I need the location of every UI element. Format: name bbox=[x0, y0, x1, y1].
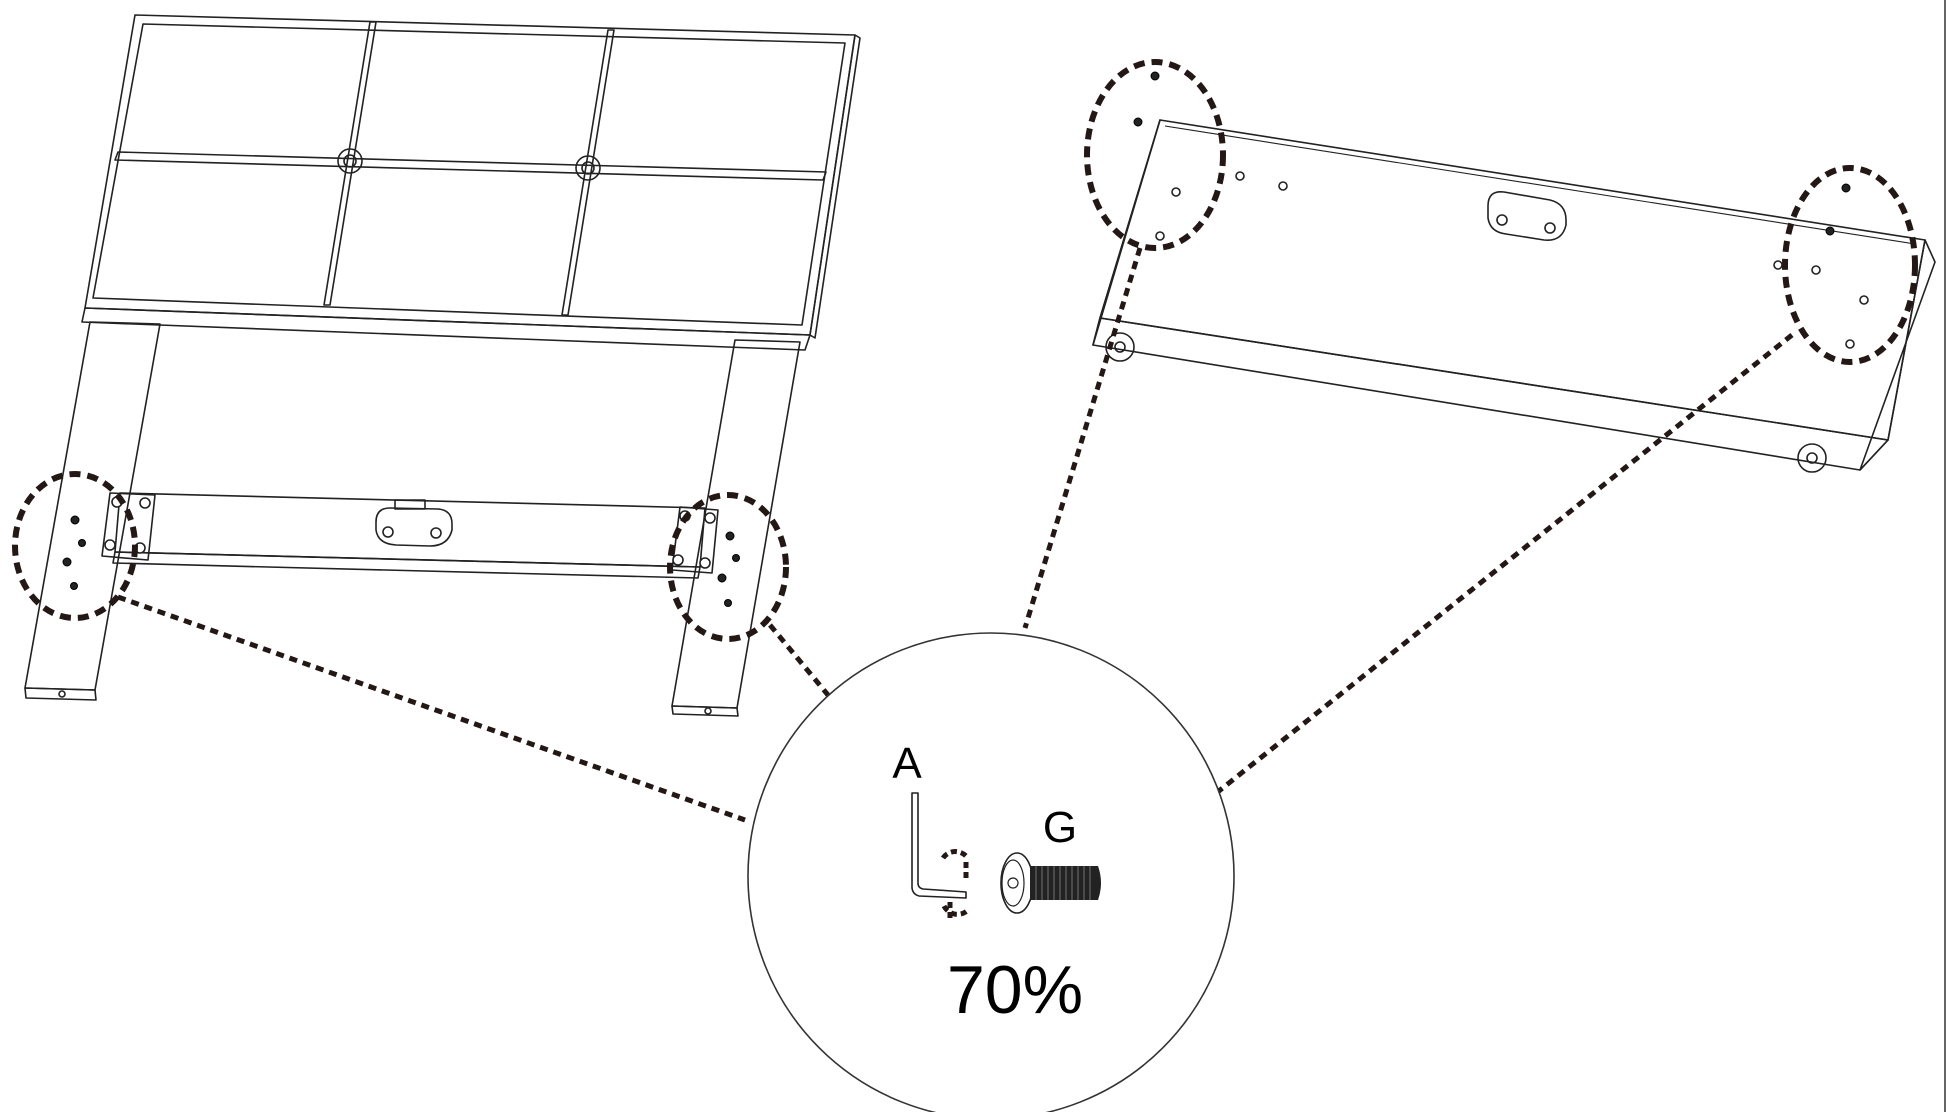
footboard bbox=[1092, 71, 1936, 473]
marker-headboard-right bbox=[667, 492, 789, 642]
right-corner-plate bbox=[671, 506, 740, 607]
left-corner-plate bbox=[62, 492, 156, 590]
dashed-markers bbox=[12, 59, 1918, 642]
torque-text: 70% bbox=[947, 952, 1083, 1028]
rail-bracket bbox=[375, 499, 453, 547]
allen-key-icon bbox=[911, 792, 970, 918]
marker-headboard-left bbox=[12, 471, 138, 621]
marker-footboard-right bbox=[1782, 165, 1918, 365]
leader-lines bbox=[117, 247, 1794, 823]
bolt-label: G bbox=[1043, 803, 1077, 852]
hardware-callout: A G 70% bbox=[747, 632, 1235, 1112]
tool-label: A bbox=[892, 739, 922, 788]
footboard-bracket bbox=[1487, 190, 1567, 242]
callout-circle bbox=[747, 632, 1235, 1112]
marker-footboard-left bbox=[1084, 59, 1226, 251]
headboard bbox=[24, 14, 861, 717]
bolt-icon bbox=[1000, 852, 1101, 914]
